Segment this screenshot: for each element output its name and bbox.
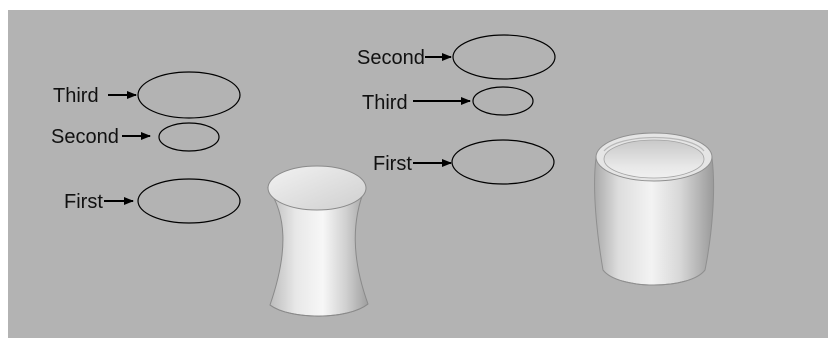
right-first-profile-ellipse <box>451 139 555 185</box>
hourglass-loft-solid <box>267 165 369 317</box>
left-third-label: Third <box>53 85 99 107</box>
left-third-profile-ellipse <box>137 71 241 119</box>
left-second-profile-ellipse <box>158 122 220 152</box>
right-third-profile-ellipse <box>472 86 534 116</box>
left-first-profile-ellipse <box>137 178 241 224</box>
right-first-label: First <box>373 153 412 175</box>
right-third-label: Third <box>362 92 408 114</box>
cup-loft-solid <box>594 132 715 286</box>
right-second-profile-ellipse <box>452 34 556 80</box>
right-profile-group: Second Third First <box>357 34 556 185</box>
left-second-label: Second <box>51 126 119 148</box>
left-profile-group: Third Second First <box>51 71 241 224</box>
left-first-label: First <box>64 191 103 213</box>
right-second-label: Second <box>357 47 425 69</box>
